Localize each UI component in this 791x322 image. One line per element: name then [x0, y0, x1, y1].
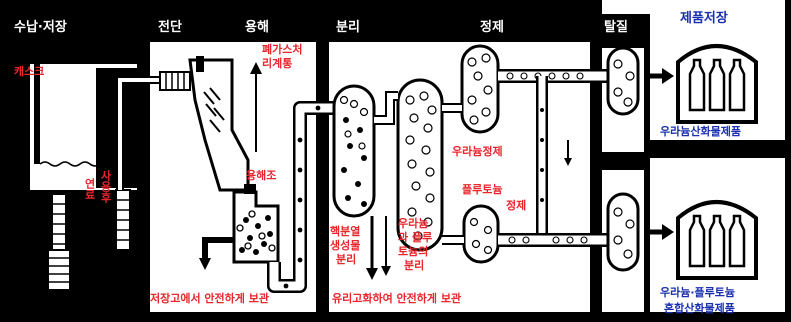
u-pu-partition-column [396, 78, 444, 252]
offgas-label-1: 폐가스처 [262, 43, 303, 56]
vitrify-safe-label: 유리고화하여 안전하게 보관 [332, 292, 462, 305]
store-safe-label: 저장고에서 안전하게 보관 [150, 292, 269, 305]
upu-label-2: 과 플루 [398, 231, 433, 244]
spent-fuel-label-2: 연료 [83, 178, 96, 200]
section-storage-title: 수납·저장 [14, 20, 67, 35]
u-product-label: 우라늄산화물제품 [660, 125, 741, 138]
section-dissolve-title: 용해 [245, 20, 269, 35]
upu-label-3: 토늄의 [398, 245, 429, 258]
fp-label-3: 분리 [336, 253, 357, 266]
pu-purify-label-2: 정제 [506, 199, 527, 212]
offgas-label-2: 리계통 [262, 57, 293, 70]
upu-label-4: 분리 [404, 259, 425, 272]
section-shear-title: 전단 [158, 20, 182, 35]
pu-purification-column [462, 204, 500, 264]
u-purification-column [460, 44, 500, 134]
mox-denitration-unit [606, 192, 640, 272]
section-denitration-title: 탈질 [604, 20, 628, 35]
section-product-storage-title: 제품저장 [680, 11, 728, 26]
cask-label: 캐스크 [14, 65, 45, 78]
dissolver-label: 용해조 [246, 169, 277, 182]
spent-fuel-label-1: 사용후 [99, 170, 112, 203]
mox-product-label-1: 우라늄·플루토늄 [660, 286, 736, 299]
fp-label-2: 생성물 [330, 239, 361, 252]
pu-purify-label-1: 플루토늄 [462, 183, 503, 196]
fp-label-1: 핵분열 [330, 225, 361, 238]
u-purify-label: 우라늄정제 [452, 145, 503, 158]
fp-separation-column [332, 84, 376, 218]
upu-label-1: 우라늄 [398, 217, 429, 230]
mox-product-label-2: 혼합산화물제품 [664, 302, 735, 315]
u-denitration-unit [606, 46, 640, 116]
section-separation-title: 분리 [336, 20, 360, 35]
section-purification-title: 정제 [480, 20, 504, 35]
